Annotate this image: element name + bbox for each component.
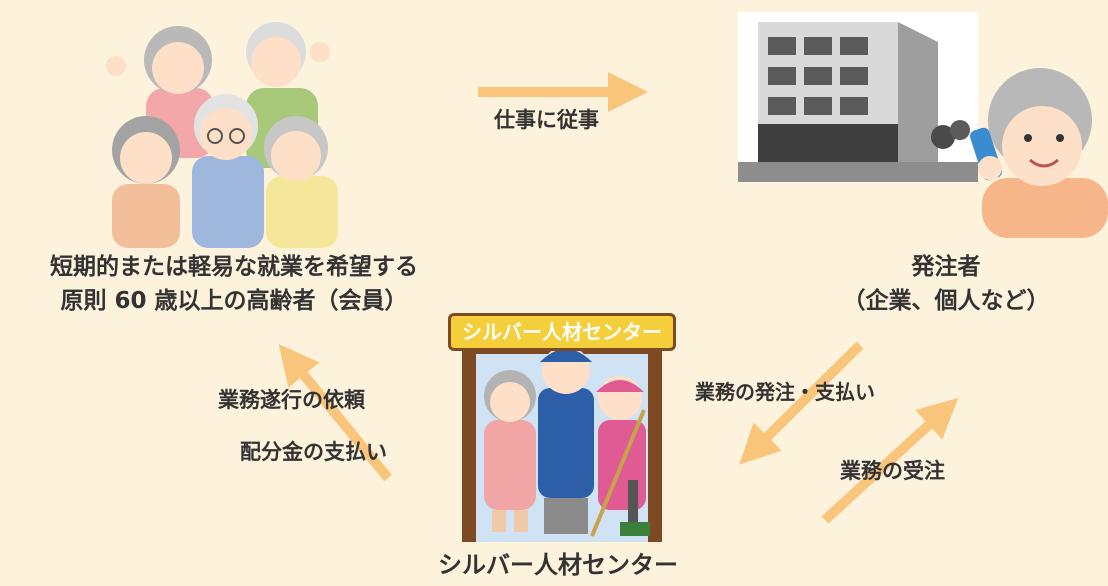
flow-label-request: 業務遂行の依頼 (218, 388, 365, 412)
client-label-line2: （企業、個人など） (842, 288, 1050, 314)
office-building-icon (738, 12, 978, 182)
flow-label-work: 仕事に従事 (494, 108, 599, 132)
arrow-request-up (278, 344, 392, 482)
members-label: 短期的または軽易な就業を希望する 原則 60 歳以上の高齢者（会員） (0, 250, 468, 318)
members-label-line1: 短期的または軽易な就業を希望する (50, 254, 418, 280)
members-label-line2: 原則 60 歳以上の高齢者（会員） (60, 288, 408, 314)
flow-label-order-payment: 業務の発注・支払い (695, 380, 875, 404)
flow-label-payment: 配分金の支払い (240, 440, 387, 464)
arrow-order-down (739, 341, 864, 465)
client-label-line1: 発注者 (911, 254, 981, 280)
arrow-accept-up (821, 397, 959, 524)
silver-center-workers-icon (462, 336, 662, 542)
center-label: シルバー人材センター (438, 551, 678, 579)
flow-label-accept: 業務の受注 (840, 459, 945, 483)
client-label: 発注者 （企業、個人など） (806, 250, 1086, 318)
elderly-group-icon (106, 22, 338, 248)
center-sign: シルバー人材センター (448, 313, 676, 351)
elderly-woman-phone-icon (970, 68, 1108, 238)
